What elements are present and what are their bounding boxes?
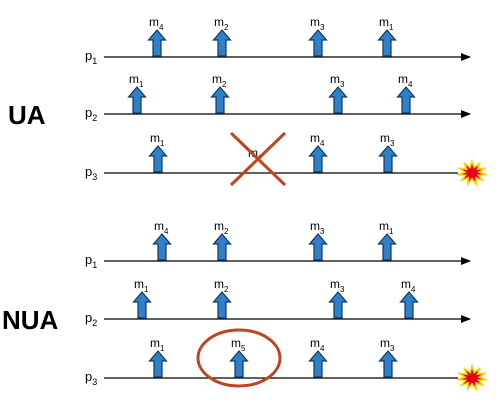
up-arrow-icon: [308, 233, 328, 261]
up-arrow-icon: [308, 29, 328, 57]
section-ua: UA p1 m4 m2 m3 m1 p2 m1 m2 m3 m4 p3 m1 m2 m4 m3: [8, 15, 488, 188]
message: m3: [308, 219, 328, 261]
up-arrow-icon: [328, 291, 348, 319]
message: m4: [308, 336, 328, 378]
message-label: m1: [150, 131, 165, 148]
section-nua: NUA p1 m4 m2 m3 m1 p2 m1 m2 m3 m4 p3 m1 m5 m4 m3: [2, 219, 488, 393]
up-arrow-icon: [212, 29, 232, 57]
message-label: m3: [330, 72, 345, 89]
process-row: p3 m1 m2 m4 m3: [85, 131, 488, 188]
crash-icon: [456, 158, 488, 188]
message: m4: [396, 72, 416, 114]
up-arrow-icon: [152, 233, 172, 261]
up-arrow-icon: [229, 350, 249, 378]
message-label: m3: [380, 131, 395, 148]
up-arrow-icon: [399, 291, 419, 319]
process-label: p1: [85, 252, 97, 270]
section-label: NUA: [2, 305, 59, 335]
up-arrow-icon: [127, 86, 147, 114]
message-label: m3: [310, 15, 325, 32]
message-label: m2: [214, 277, 229, 294]
message-label: m4: [398, 72, 413, 89]
highlight-circle: [196, 328, 282, 388]
up-arrow-icon: [148, 145, 168, 173]
message: m3: [378, 336, 398, 378]
message-label: m3: [330, 277, 345, 294]
message: m1: [132, 277, 152, 319]
message: m3: [308, 15, 328, 57]
process-row: p3 m1 m5 m4 m3: [85, 328, 488, 393]
message-label: m5: [231, 336, 246, 353]
up-arrow-icon: [378, 145, 398, 173]
process-row: p2 m1 m2 m3 m4: [85, 277, 471, 328]
up-arrow-icon: [212, 291, 232, 319]
message: m1: [148, 336, 168, 378]
section-label: UA: [8, 100, 46, 130]
message: m4: [147, 15, 167, 57]
message-label: m1: [150, 336, 165, 353]
message: m1: [127, 72, 147, 114]
message-label: m1: [129, 72, 144, 89]
message-label: m4: [149, 15, 164, 32]
up-arrow-icon: [308, 145, 328, 173]
up-arrow-icon: [148, 350, 168, 378]
up-arrow-icon: [210, 86, 230, 114]
up-arrow-icon: [147, 29, 167, 57]
up-arrow-icon: [377, 233, 397, 261]
up-arrow-icon: [378, 350, 398, 378]
message-label: m1: [379, 15, 394, 32]
message: m3: [328, 72, 348, 114]
message-label: m2: [212, 72, 227, 89]
message-label: m4: [310, 336, 325, 353]
process-label: p2: [85, 310, 97, 328]
message: m1: [148, 131, 168, 173]
process-row: p2 m1 m2 m3 m4: [85, 72, 471, 123]
process-label: p3: [85, 164, 97, 182]
message: m2: [210, 72, 230, 114]
message: m1: [377, 15, 397, 57]
cross-icon: [229, 131, 287, 187]
up-arrow-icon: [212, 233, 232, 261]
up-arrow-icon: [328, 86, 348, 114]
process-label: p2: [85, 105, 97, 123]
up-arrow-icon: [132, 291, 152, 319]
process-label: p3: [85, 369, 97, 387]
message-label: m4: [310, 131, 325, 148]
message: m2: [212, 15, 232, 57]
process-row: p1 m4 m2 m3 m1: [85, 15, 471, 66]
up-arrow-icon: [396, 86, 416, 114]
message: m3: [328, 277, 348, 319]
message-label: m2: [214, 15, 229, 32]
message: m1: [377, 219, 397, 261]
message: m2: [229, 131, 287, 187]
message-label: m1: [379, 219, 394, 236]
message: m4: [399, 277, 419, 319]
crash-icon: [456, 363, 488, 393]
process-label: p1: [85, 48, 97, 66]
message: m3: [378, 131, 398, 173]
message-label: m1: [134, 277, 149, 294]
message-label: m3: [380, 336, 395, 353]
up-arrow-icon: [377, 29, 397, 57]
message-label: m2: [214, 219, 229, 236]
message-label: m4: [401, 277, 416, 294]
message-label: m3: [310, 219, 325, 236]
message: m4: [152, 219, 172, 261]
message: m2: [212, 219, 232, 261]
up-arrow-icon: [308, 350, 328, 378]
message: m5: [196, 328, 282, 388]
message: m2: [212, 277, 232, 319]
message: m4: [308, 131, 328, 173]
process-row: p1 m4 m2 m3 m1: [85, 219, 471, 270]
message-label: m4: [154, 219, 169, 236]
